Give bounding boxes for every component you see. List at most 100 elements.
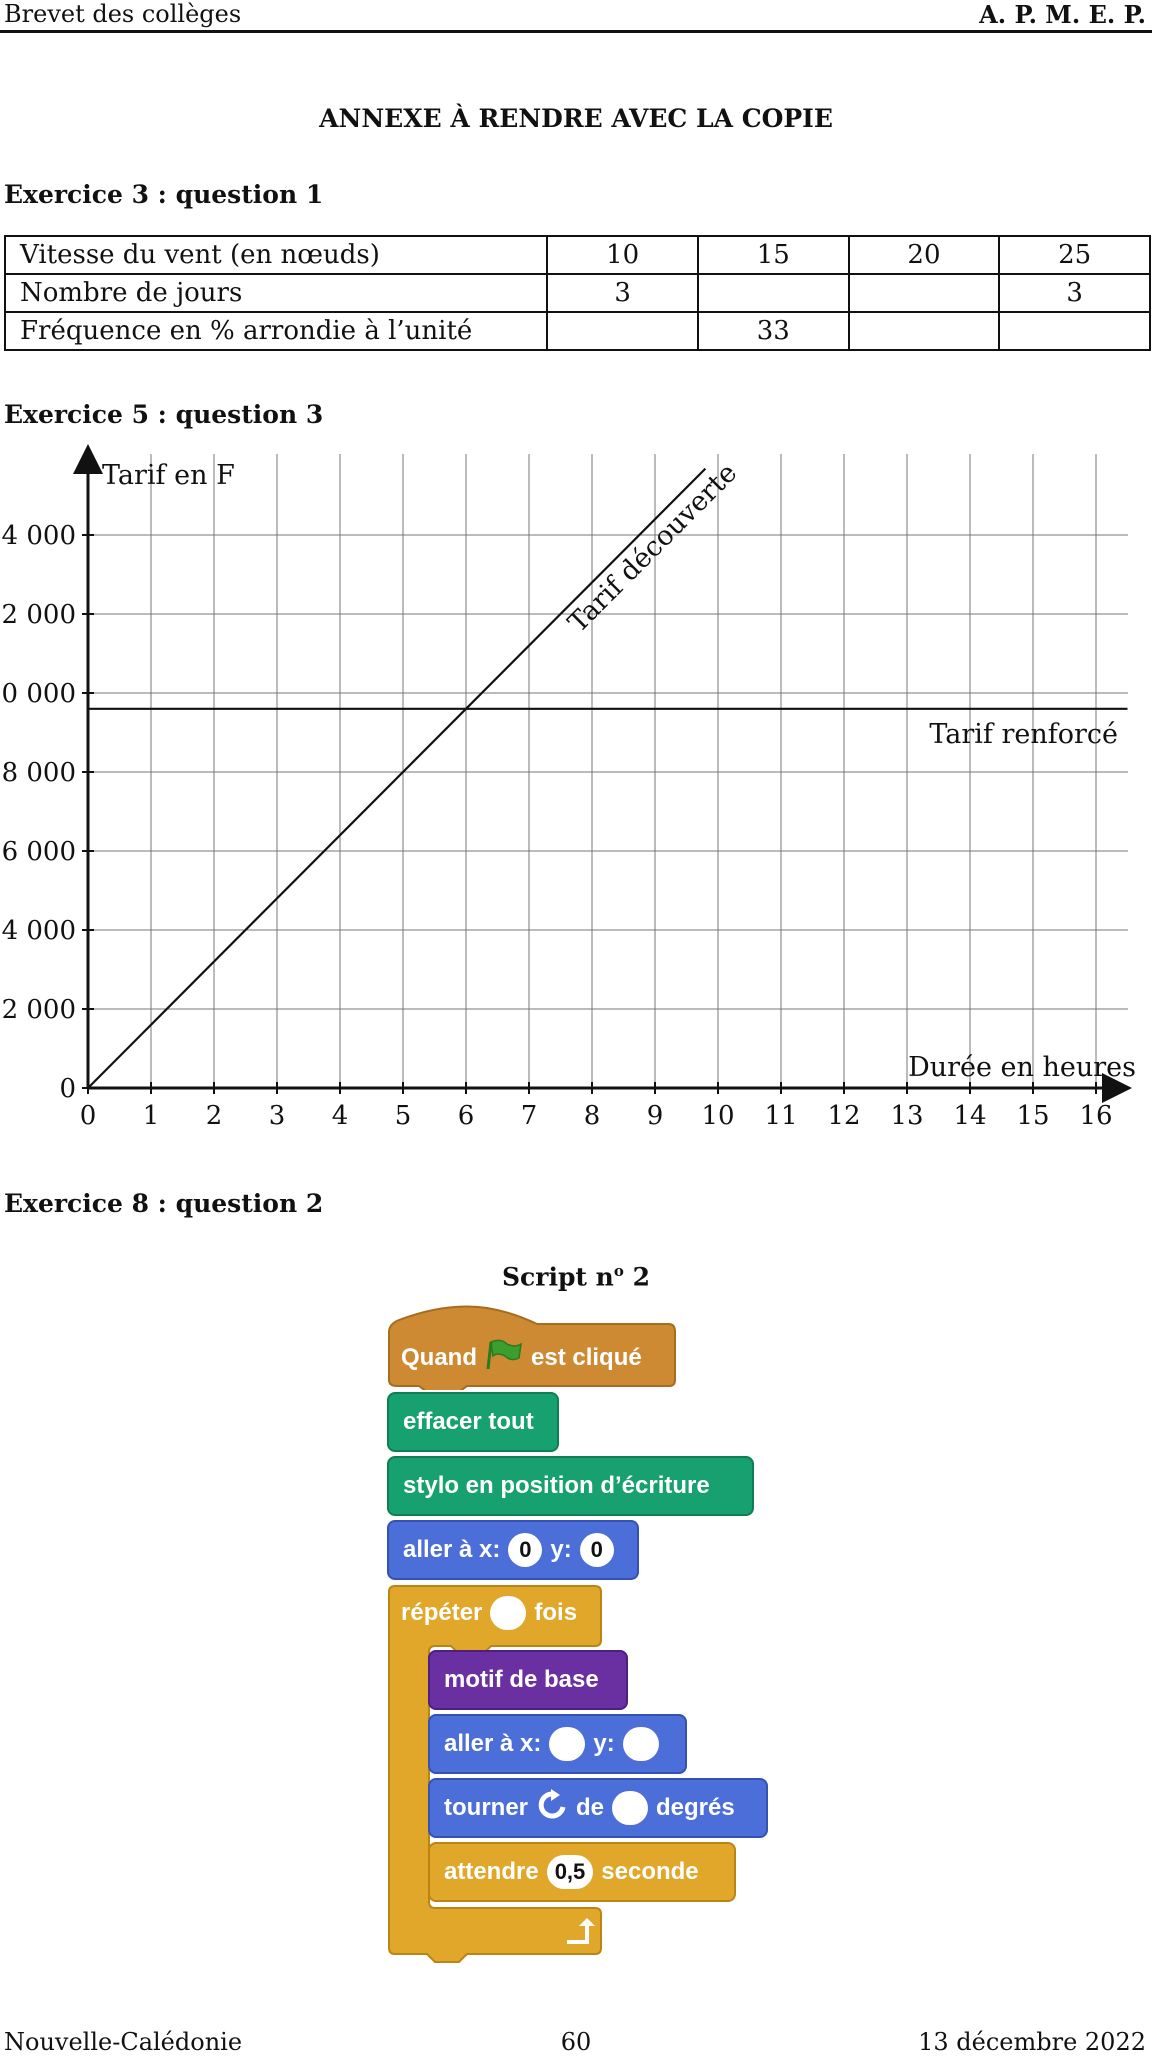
- x-tick-label: 9: [647, 1101, 664, 1131]
- exercise-8-title: Exercice 8 : question 2: [4, 1189, 323, 1218]
- table-cell: 33: [698, 312, 849, 350]
- grid-lines: [88, 454, 1128, 1088]
- x-tick-label: 2: [206, 1101, 223, 1131]
- annex-title: ANNEXE À RENDRE AVEC LA COPIE: [0, 104, 1152, 133]
- goto-label-a: aller à x:: [403, 1536, 500, 1564]
- pen-down-block[interactable]: stylo en position d’écriture: [387, 1456, 754, 1516]
- green-flag-icon[interactable]: [485, 1338, 523, 1377]
- table-cell: 3: [547, 274, 698, 312]
- series-line: [88, 469, 705, 1088]
- y-tick-label: 12 000: [0, 600, 76, 630]
- x-tick-label: 14: [953, 1101, 986, 1131]
- tariff-graph: 01234567891011121314151602 0004 0006 000…: [0, 440, 1152, 1150]
- motif-label: motif de base: [444, 1666, 599, 1694]
- wait-block[interactable]: attendre 0,5 seconde: [428, 1842, 736, 1902]
- pen-down-label: stylo en position d’écriture: [403, 1472, 710, 1500]
- y-tick-label: 10 000: [0, 679, 76, 709]
- x-axis-label: Durée en heures: [908, 1052, 1136, 1083]
- table-cell: Vitesse du vent (en nœuds): [5, 236, 547, 274]
- script-title: Script no 2: [0, 1262, 1152, 1291]
- header-right: A. P. M. E. P.: [979, 0, 1146, 29]
- y-tick-label: 6 000: [2, 837, 76, 867]
- goto-block-2[interactable]: aller à x: y:: [428, 1714, 687, 1774]
- script-title-sup: o: [614, 1262, 624, 1280]
- x-tick-label: 10: [701, 1101, 734, 1131]
- repeat-label-a: répéter: [401, 1599, 482, 1627]
- x-tick-label: 13: [890, 1101, 923, 1131]
- exercise-3-title: Exercice 3 : question 1: [4, 180, 323, 209]
- x-tick-label: 11: [764, 1101, 797, 1131]
- goto-label-b: y:: [550, 1536, 571, 1564]
- table-row: Nombre de jours 3 3: [5, 274, 1150, 312]
- x-tick-label: 5: [395, 1101, 412, 1131]
- header-left: Brevet des collèges: [4, 0, 241, 28]
- x-tick-label: 7: [521, 1101, 538, 1131]
- table-cell: [547, 312, 698, 350]
- turn-label-c: degrés: [656, 1794, 735, 1822]
- table-cell: 20: [849, 236, 1000, 274]
- wait-label-b: seconde: [601, 1858, 698, 1886]
- goto-block-1[interactable]: aller à x: 0 y: 0: [387, 1520, 639, 1580]
- script-title-text: Script n: [502, 1262, 614, 1291]
- footer-right: 13 décembre 2022: [918, 2028, 1146, 2056]
- labels: 01234567891011121314151602 0004 0006 000…: [0, 457, 1136, 1131]
- table-cell: [698, 274, 849, 312]
- y-tick-label: 4 000: [2, 916, 76, 946]
- y-axis-label: Tarif en F: [102, 460, 235, 491]
- x-tick-label: 16: [1079, 1101, 1112, 1131]
- clear-label: effacer tout: [403, 1408, 534, 1436]
- loop-arrow-icon: [565, 1916, 595, 1950]
- table-cell: [849, 312, 1000, 350]
- repeat-label-b: fois: [534, 1599, 577, 1627]
- goto2-y-input[interactable]: [623, 1727, 659, 1761]
- table-cell: Nombre de jours: [5, 274, 547, 312]
- table-row: Vitesse du vent (en nœuds) 10 15 20 25: [5, 236, 1150, 274]
- y-tick-label: 2 000: [2, 995, 76, 1025]
- clear-block[interactable]: effacer tout: [387, 1392, 559, 1452]
- goto-y-input[interactable]: 0: [580, 1533, 614, 1567]
- table-cell: [999, 312, 1150, 350]
- script-title-num: 2: [624, 1262, 650, 1291]
- goto2-label-b: y:: [593, 1730, 614, 1758]
- repeat-count-input[interactable]: [490, 1596, 526, 1630]
- turn-angle-input[interactable]: [612, 1791, 648, 1825]
- x-tick-label: 12: [827, 1101, 860, 1131]
- table-cell: 10: [547, 236, 698, 274]
- when-flag-label-a: Quand: [401, 1344, 477, 1372]
- header-rule: [0, 30, 1152, 33]
- y-tick-label: 14 000: [0, 521, 76, 551]
- frequency-table: Vitesse du vent (en nœuds) 10 15 20 25 N…: [4, 235, 1151, 351]
- y-tick-label: 8 000: [2, 758, 76, 788]
- table-cell: [849, 274, 1000, 312]
- table-cell: 3: [999, 274, 1150, 312]
- table-cell: Fréquence en % arrondie à l’unité: [5, 312, 547, 350]
- when-flag-block[interactable]: Quand est cliqué: [387, 1302, 677, 1390]
- turn-block[interactable]: tourner de degrés: [428, 1778, 768, 1838]
- table-row: Fréquence en % arrondie à l’unité 33: [5, 312, 1150, 350]
- table-cell: 15: [698, 236, 849, 274]
- exercise-5-title: Exercice 5 : question 3: [4, 400, 323, 429]
- x-tick-label: 0: [80, 1101, 97, 1131]
- x-tick-label: 6: [458, 1101, 475, 1131]
- goto-x-input[interactable]: 0: [508, 1533, 542, 1567]
- repeat-shape: [387, 1584, 603, 1966]
- goto2-x-input[interactable]: [549, 1727, 585, 1761]
- x-tick-label: 8: [584, 1101, 601, 1131]
- repeat-block[interactable]: répéter fois: [387, 1584, 603, 1966]
- table-cell: 25: [999, 236, 1150, 274]
- series-label: Tarif découverte: [562, 457, 743, 638]
- x-tick-label: 4: [332, 1101, 349, 1131]
- series: [88, 469, 1128, 1088]
- series-label: Tarif renforcé: [929, 719, 1118, 750]
- turn-label-a: tourner: [444, 1794, 528, 1822]
- x-tick-label: 3: [269, 1101, 286, 1131]
- wait-label-a: attendre: [444, 1858, 539, 1886]
- goto2-label-a: aller à x:: [444, 1730, 541, 1758]
- wait-seconds-input[interactable]: 0,5: [547, 1855, 594, 1889]
- rotate-clockwise-icon: [536, 1789, 568, 1828]
- when-flag-label-b: est cliqué: [531, 1344, 642, 1372]
- x-tick-label: 15: [1016, 1101, 1049, 1131]
- motif-block[interactable]: motif de base: [428, 1650, 628, 1710]
- y-tick-label: 0: [59, 1074, 76, 1104]
- turn-label-b: de: [576, 1794, 604, 1822]
